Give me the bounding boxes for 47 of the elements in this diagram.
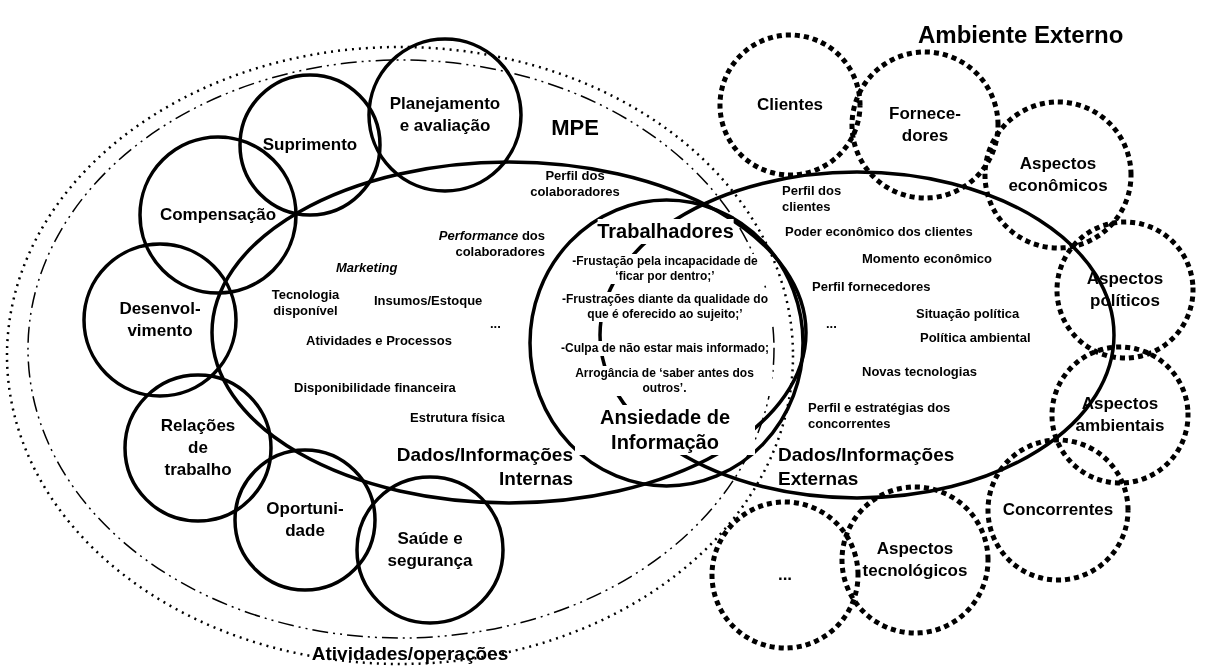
- dotted-circle: [1055, 220, 1195, 360]
- list-item: Perfil dos colaboradores: [529, 168, 621, 201]
- list-item: Perfil fornecedores: [812, 279, 931, 296]
- dotted-circle: [1050, 345, 1190, 485]
- circle-label: Concorrentes: [1001, 498, 1115, 521]
- title-label: Ambiente Externo: [918, 20, 1124, 50]
- list-item: Política ambiental: [920, 330, 1031, 347]
- circle-label: Oportuni- dade: [265, 497, 345, 542]
- dotted-circle: [718, 33, 862, 177]
- dotted-circle: [840, 485, 990, 635]
- heading: Atividades/operações: [311, 642, 509, 666]
- list-item: Insumos/Estoque: [374, 293, 483, 310]
- list-item: Momento econômico: [862, 251, 992, 268]
- list-item: Performance dos colaboradores: [437, 228, 545, 261]
- circle-label: Aspectos econômicos: [1007, 152, 1109, 197]
- list-item: Tecnologia disponível: [270, 287, 341, 320]
- heading: Dados/Informações Internas: [395, 443, 573, 491]
- circle-label: Clientes: [755, 93, 825, 116]
- list-item: Perfil dos clientes: [782, 183, 843, 216]
- list-item: Poder econômico dos clientes: [785, 224, 973, 241]
- circle-label: Saúde e segurança: [386, 527, 474, 572]
- list-item: ...: [490, 316, 501, 333]
- heading: Ansiedade de Informação: [575, 405, 755, 455]
- circle-label: Aspectos tecnológicos: [861, 537, 969, 582]
- heading: MPE: [551, 114, 599, 142]
- list-item: Marketing: [336, 260, 398, 277]
- dotted-circle: [986, 438, 1130, 582]
- circle-label: Desenvol- vimento: [118, 297, 202, 342]
- circle-label: Planejamento e avaliação: [388, 92, 502, 137]
- list-item: Situação política: [916, 306, 1020, 323]
- list-item: Disponibilidade financeira: [294, 380, 456, 397]
- circle-label: Relações de trabalho: [159, 414, 237, 482]
- circle-label: ...: [776, 563, 794, 586]
- heading: Dados/Informações Externas: [778, 443, 956, 491]
- list-item: Novas tecnologias: [862, 364, 977, 381]
- dotted-circle: [850, 50, 1000, 200]
- dotted-circle: [983, 100, 1133, 250]
- list-item: -Culpa de não estar mais informado;: [561, 341, 769, 356]
- heading: Trabalhadores: [597, 219, 734, 244]
- list-item: Estrutura física: [410, 410, 505, 427]
- circle-label: Fornece- dores: [888, 102, 962, 147]
- circle-label: Suprimento: [261, 133, 359, 156]
- circle-label: Compensação: [158, 203, 278, 226]
- list-item: Atividades e Processos: [306, 333, 452, 350]
- dotted-circle: [710, 500, 860, 650]
- list-item: ...: [826, 316, 837, 333]
- list-item: Perfil e estratégias dos concorrentes: [808, 400, 952, 433]
